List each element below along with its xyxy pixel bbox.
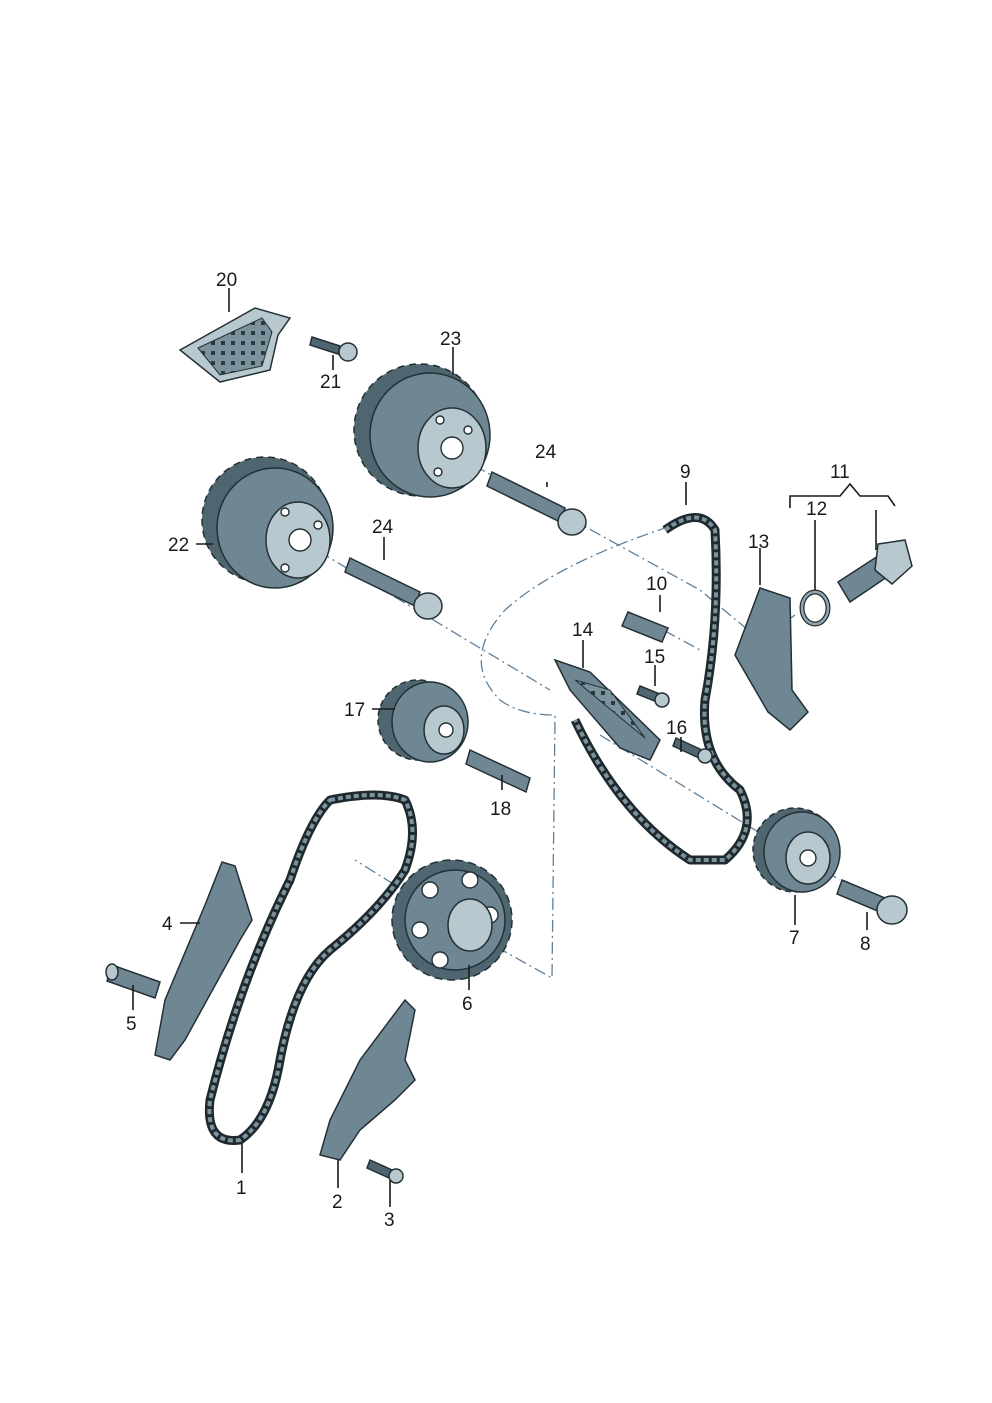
callout-9: 9 [680,462,691,483]
callout-24-lower: 24 [372,517,394,538]
guide-rail [553,658,661,761]
callout-8: 8 [860,934,871,955]
callout-6: 6 [462,994,473,1015]
callout-23: 23 [440,329,461,350]
intermediate-shaft [465,748,531,794]
callout-13: 13 [748,532,769,553]
chain-guide-left [154,861,253,1061]
chain-tensioner [836,539,913,604]
callout-10: 10 [646,574,667,595]
callout-17: 17 [344,700,365,721]
bolt-3 [366,1158,404,1184]
bolt-15 [636,685,670,708]
callout-4: 4 [162,914,173,935]
tensioner-rail [734,587,809,732]
callout-15: 15 [644,647,665,668]
drive-sprocket [391,859,513,981]
callout-16: 16 [666,718,687,739]
callout-22: 22 [168,535,189,556]
guide-pin-left [105,963,161,999]
intermediate-sprocket [377,679,469,763]
callout-2: 2 [332,1192,343,1213]
bolt-21 [309,336,358,362]
chain-guide-top [178,307,292,383]
callout-3: 3 [384,1210,395,1231]
callout-18: 18 [490,799,511,820]
callout-labels: 20 21 23 24 22 24 9 11 12 13 10 14 15 16… [126,270,871,1231]
seal-ring [799,589,831,627]
timing-chain-upper [570,513,752,865]
callout-12: 12 [806,499,827,520]
callout-7: 7 [789,928,800,949]
guide-pin [621,611,669,643]
camshaft-adjuster-lower [201,456,334,589]
timing-chain-lower [204,790,417,1145]
callout-24-upper: 24 [535,442,557,463]
bolt-24-lower [344,556,443,620]
callout-21: 21 [320,372,341,393]
bolt-8 [836,879,908,925]
callout-11: 11 [830,462,850,483]
tensioner-rail-lower [319,998,416,1161]
callout-14: 14 [572,620,594,641]
callout-20: 20 [216,270,237,291]
crank-sprocket [752,807,841,893]
bolt-24-upper [486,470,587,536]
leader-lines [132,288,896,1207]
callout-1: 1 [236,1178,247,1199]
callout-5: 5 [126,1014,137,1035]
camshaft-adjuster-upper [353,363,491,498]
